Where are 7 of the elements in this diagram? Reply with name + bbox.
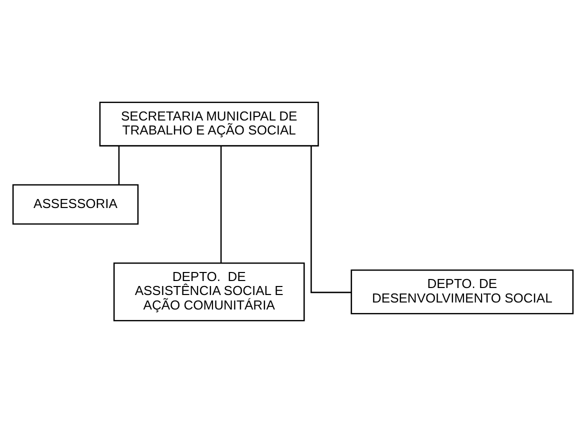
node-box: DEPTO. DE ASSISTÊNCIA SOCIAL E AÇÃO COMUNITÁRIA (113, 262, 305, 321)
connector (310, 146, 352, 293)
connector (220, 146, 222, 262)
node-box: SECRETARIA MUNICIPAL DE TRABALHO E AÇÃO SOCIAL (99, 101, 319, 146)
connector (118, 146, 120, 184)
node-box: ASSESSORIA (12, 184, 139, 224)
node-box: DEPTO. DE DESENVOLVIMENTO SOCIAL (350, 269, 574, 314)
